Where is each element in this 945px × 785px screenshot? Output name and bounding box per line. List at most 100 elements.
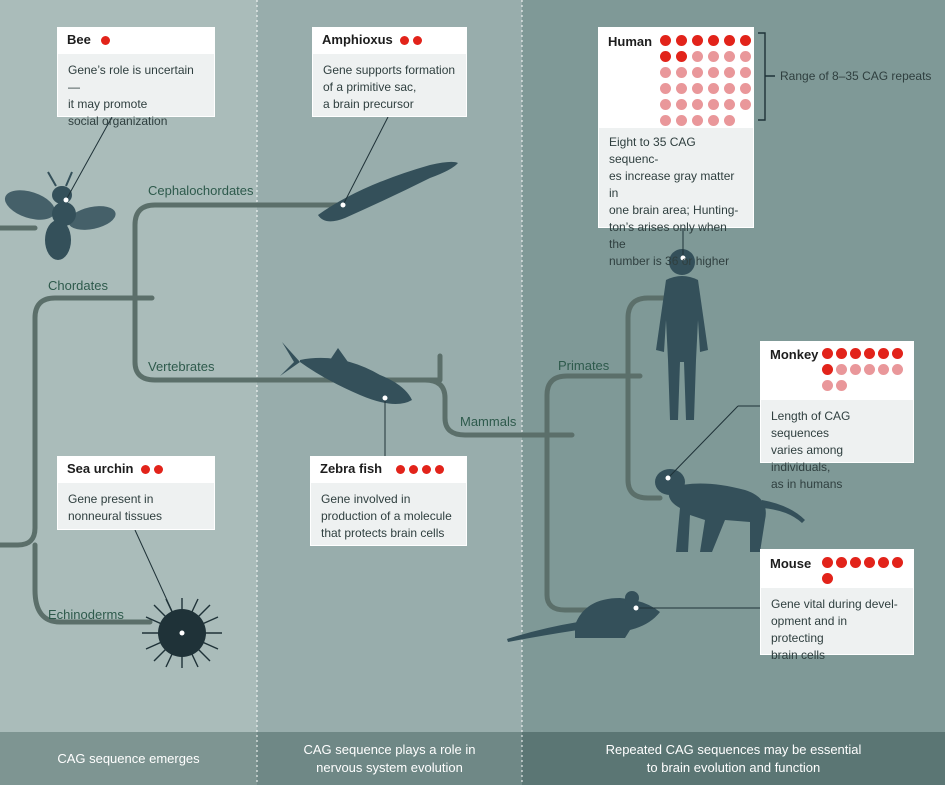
amphioxus-silhouette (318, 161, 458, 222)
footer-band-1 (0, 732, 257, 785)
monkey-text-line: Length of CAG sequences (771, 409, 851, 440)
cag-dot-pale (724, 51, 735, 62)
branch-cephalochordates: Cephalochordates (148, 183, 254, 198)
tree-monkey-branch (625, 373, 663, 501)
cag-dot-pale (864, 364, 875, 375)
tree-vertebrates (132, 295, 443, 383)
cag-dot (708, 35, 719, 46)
zebra-fish-title: Zebra fish (320, 461, 383, 476)
amphioxus-text-line: Gene supports formation (323, 63, 456, 77)
monkey-cag-dots (822, 348, 903, 391)
cag-dot (101, 36, 110, 45)
cag-dot (409, 465, 418, 474)
tree-mammals (422, 377, 575, 438)
monkey-text-line: varies among individuals, (771, 443, 844, 474)
phylo-tree (0, 202, 678, 625)
branch-echinoderms: Echinoderms (48, 607, 124, 622)
cag-dot-pale (850, 364, 861, 375)
cag-dot (724, 35, 735, 46)
cag-dot-pale (822, 380, 833, 391)
footer-brain-line: Repeated CAG sequences may be essential (605, 741, 862, 757)
sea-urchin-box: Sea urchin Gene present in nonneural tis… (57, 456, 215, 530)
cag-dot-pale (692, 51, 703, 62)
cag-dot (822, 557, 833, 568)
bee-text-line: Gene’s role is uncertain— (68, 63, 194, 94)
tree-primates (544, 373, 643, 438)
cag-dot (836, 348, 847, 359)
cag-dot (676, 51, 687, 62)
cag-dot (435, 465, 444, 474)
bee-box: Bee Gene’s role is uncertain— it may pro… (57, 27, 215, 128)
pointer-dots (63, 197, 686, 636)
cag-dot-pale (724, 115, 735, 126)
cag-dot (822, 573, 833, 584)
cag-dot-pale (676, 115, 687, 126)
cag-dot-pale (692, 99, 703, 110)
mouse-text-line: brain cells (771, 648, 826, 662)
human-cag-dots (660, 35, 751, 126)
human-text-line: number is 36 or higher (609, 254, 730, 268)
mouse-box: Mouse Gene vital during devel- opment an… (760, 549, 914, 662)
amphioxus-box-header: Amphioxus (312, 27, 467, 53)
footer-brain-function: Repeated CAG sequences may be essential … (522, 732, 945, 785)
cag-dot (864, 348, 875, 359)
cag-dot-pale (676, 83, 687, 94)
cag-dot (396, 465, 405, 474)
cag-dot-pale (724, 83, 735, 94)
human-silhouette (656, 249, 708, 420)
cag-dot-pale (660, 115, 671, 126)
zebrafish-silhouette (280, 342, 412, 404)
footer-nervous-line: CAG sequence plays a role in (303, 741, 476, 757)
branch-primates: Primates (558, 358, 610, 373)
cag-dot (660, 35, 671, 46)
tree-echinoderms (32, 542, 153, 625)
tree-chordates (0, 295, 155, 548)
zebra-fish-box: Zebra fish Gene involved in production o… (310, 456, 467, 546)
cag-dot-pale (676, 67, 687, 78)
branch-mammals: Mammals (460, 414, 517, 429)
cag-dot-pale (836, 380, 847, 391)
cag-dot-pale (692, 83, 703, 94)
bee-text: Gene’s role is uncertain— it may promote… (57, 53, 215, 128)
amphioxus-text-line: of a primitive sac, (323, 80, 417, 94)
monkey-text: Length of CAG sequences varies among ind… (760, 399, 914, 491)
sea-urchin-text-line: Gene present in (68, 492, 154, 506)
human-text-line: one brain area; Hunting- (609, 203, 739, 217)
cag-dot-pale (692, 115, 703, 126)
cag-dot (836, 557, 847, 568)
cag-dot (676, 35, 687, 46)
cag-dot (422, 465, 431, 474)
cag-dot (878, 348, 889, 359)
cag-dot (154, 465, 163, 474)
mouse-title: Mouse (770, 556, 812, 571)
cag-dot-pale (740, 51, 751, 62)
bee-dots (101, 36, 110, 45)
tree-mouse-branch (544, 432, 603, 613)
human-title: Human (608, 34, 653, 49)
human-box: Human Eight to 35 CAG sequenc- es increa… (598, 27, 754, 268)
cag-dot (692, 35, 703, 46)
amphioxus-text-line: a brain precursor (323, 97, 414, 111)
sea-urchin-text-line: nonneural tissues (68, 509, 163, 523)
cag-dot (740, 35, 751, 46)
zebra-fish-text-line: production of a molecule (321, 509, 452, 523)
cag-dot-pale (692, 67, 703, 78)
cag-dot-pale (740, 83, 751, 94)
footer-band-2 (257, 732, 522, 785)
tree-cephalochordates (132, 202, 353, 301)
cag-dot (850, 557, 861, 568)
bee-title: Bee (67, 32, 91, 47)
monkey-silhouette (655, 469, 805, 552)
panel-emerges (0, 0, 257, 732)
cag-dot (400, 36, 409, 45)
cag-dot-pale (676, 99, 687, 110)
cag-dot-pale (708, 99, 719, 110)
zebra-fish-text: Gene involved in production of a molecul… (310, 482, 467, 546)
cag-dot-pale (708, 83, 719, 94)
human-text-line: Eight to 35 CAG sequenc- (609, 135, 696, 166)
cag-dot-pale (724, 99, 735, 110)
bee-box-header: Bee (57, 27, 215, 53)
range-label: Range of 8–35 CAG repeats (780, 69, 932, 83)
footer-band-3 (522, 732, 945, 785)
